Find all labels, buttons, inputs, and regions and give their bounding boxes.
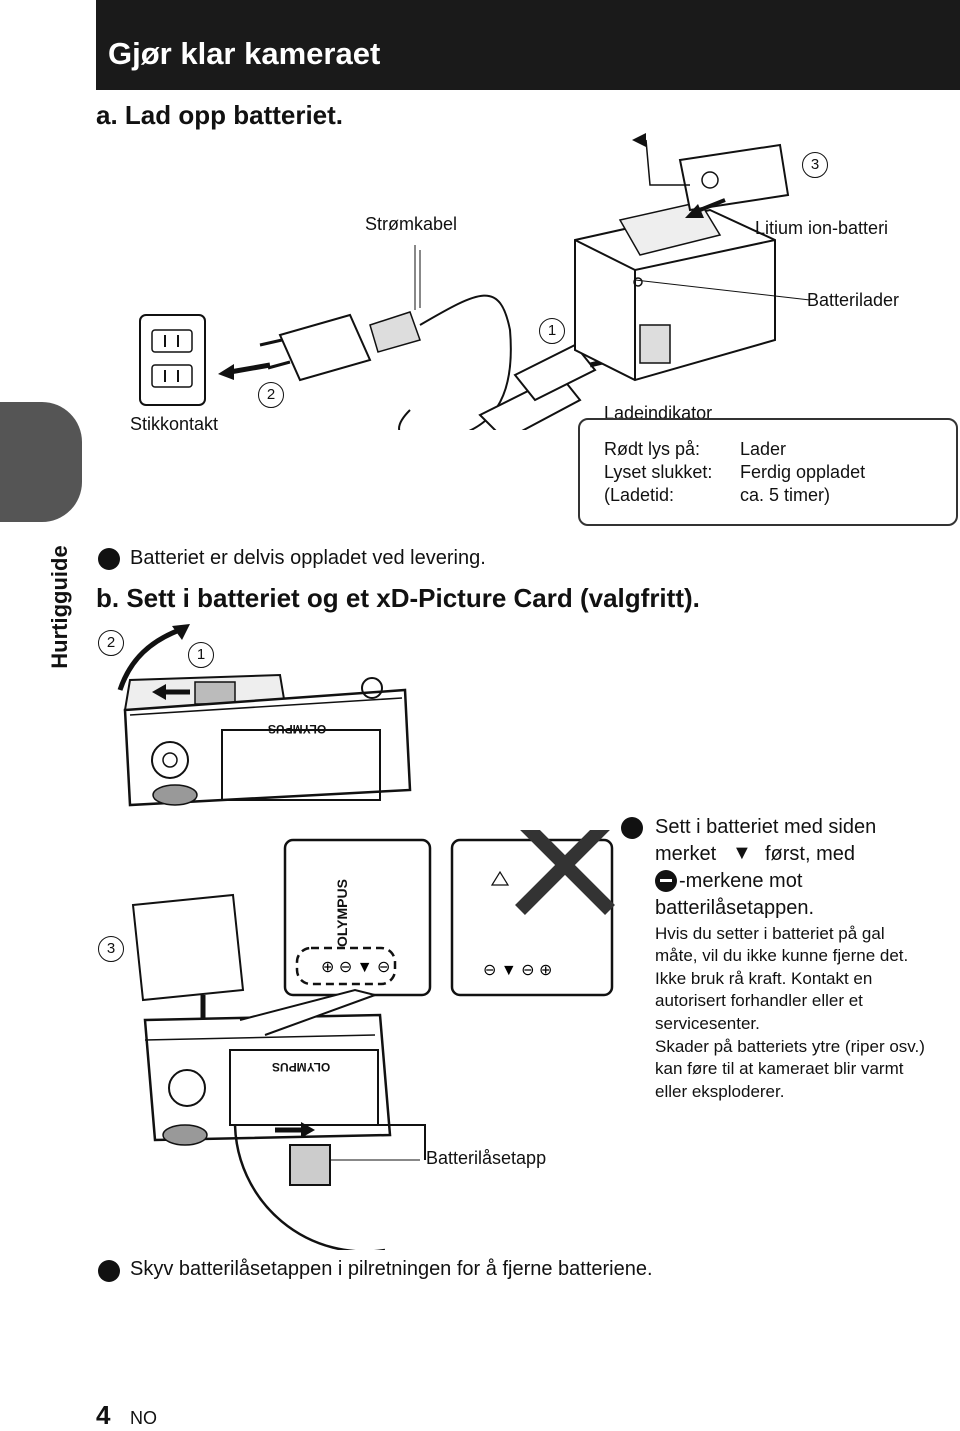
remove-note: Skyv batterilåsetappen i pilretningen fo…	[130, 1258, 653, 1280]
bullet-icon	[621, 817, 643, 839]
section-a-title: a. Lad opp batteriet.	[96, 100, 344, 130]
battery-insert-illustration: ⊕ ⊖ ▼ ⊖ ⊖ ▼ ⊖ ⊕	[131, 830, 615, 1250]
warning-line: Hvis du setter i batteriet på gal	[655, 924, 885, 943]
charger-label: Batterilader	[807, 290, 900, 310]
warning-line: kan føre til at kameraet blir varmt	[655, 1059, 904, 1078]
step-2-marker: 2	[98, 630, 124, 656]
warning-line: servicesenter.	[655, 1014, 760, 1033]
charging-illustration	[139, 133, 811, 430]
warning-line: Skader på batteriets ytre (riper osv.)	[655, 1037, 925, 1056]
section-b-title: b. Sett i batteriet og et xD-Picture Car…	[96, 583, 700, 613]
bullet-icon	[98, 1260, 120, 1282]
indicator-meaning: Ferdig oppladet	[740, 462, 866, 482]
minus-icon	[655, 870, 677, 892]
warning-line: Ikke bruk rå kraft. Kontakt en	[655, 969, 873, 988]
insert-note-line: -merkene mot	[679, 870, 803, 892]
side-tab-label: Hurtigguide	[47, 545, 72, 669]
indicator-info-box	[578, 418, 958, 526]
indicator-state: (Ladetid:	[604, 485, 675, 505]
page-title: Gjør klar kameraet	[108, 36, 381, 71]
svg-text:⊖ ▼ ⊖ ⊕: ⊖ ▼ ⊖ ⊕	[483, 962, 552, 979]
camera-brand-text: OLYMPUS	[272, 1060, 331, 1074]
bullet-icon	[98, 548, 120, 570]
battery-label: Litium ion-batteri	[755, 218, 889, 238]
step-1-marker: 1	[188, 642, 214, 668]
svg-text:⊕ ⊖ ▼ ⊖: ⊕ ⊖ ▼ ⊖	[321, 959, 390, 976]
indicator-meaning: ca. 5 timer)	[740, 485, 831, 505]
battery-latch-label: Batterilåsetapp	[426, 1148, 547, 1168]
header-bar	[96, 0, 960, 90]
warning-line: autorisert forhandler eller et	[655, 991, 863, 1010]
insert-note-line: Sett i batteriet med siden	[655, 816, 877, 838]
warning-line: eller eksploderer.	[655, 1082, 785, 1101]
insert-note-line: merket	[655, 843, 717, 865]
section-a-note: Batteriet er delvis oppladet ved leverin…	[130, 547, 486, 569]
insert-note-line: først, med	[765, 843, 856, 865]
power-cable-label: Strømkabel	[365, 214, 458, 234]
camera-brand-text: OLYMPUS	[268, 722, 327, 736]
warning-line: måte, vil du ikke kunne fjerne det.	[655, 946, 909, 965]
step-3-marker: 3	[98, 936, 124, 962]
indicator-state: Rødt lys på:	[604, 439, 701, 459]
step-1-marker: 1	[539, 318, 565, 344]
step-3-marker: 3	[802, 152, 828, 178]
page-language: NO	[130, 1408, 157, 1428]
insert-note-line: batterilåsetappen.	[655, 897, 815, 919]
camera-open-cover-illustration	[117, 624, 412, 807]
indicator-meaning: Lader	[740, 439, 787, 459]
side-tab	[0, 402, 82, 522]
triangle-down-icon: ▼	[732, 842, 752, 864]
outlet-label: Stikkontakt	[130, 414, 219, 434]
indicator-state: Lyset slukket:	[604, 462, 713, 482]
page-number: 4	[96, 1400, 111, 1430]
battery-brand-text: OLYMPUS	[333, 879, 350, 947]
step-2-marker: 2	[258, 382, 284, 408]
